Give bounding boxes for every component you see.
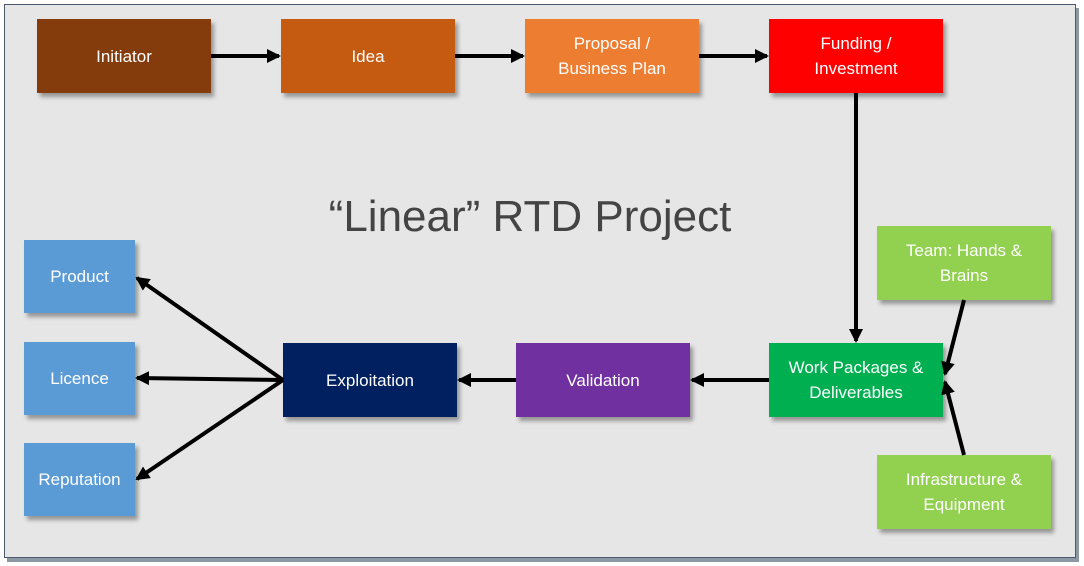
node-funding: Funding / Investment — [769, 19, 943, 93]
edge-exploitation-product — [135, 276, 285, 382]
edge-exploitation-reputation — [135, 378, 285, 481]
node-reputation: Reputation — [24, 443, 135, 516]
node-work-packages: Work Packages & Deliverables — [769, 343, 943, 417]
node-proposal: Proposal / Business Plan — [525, 19, 699, 93]
diagram-title: “Linear” RTD Project — [328, 192, 732, 241]
node-infrastructure: Infrastructure & Equipment — [877, 455, 1051, 529]
edge-exploitation-licence — [135, 371, 284, 386]
node-validation: Validation — [516, 343, 690, 417]
node-idea: Idea — [281, 19, 455, 93]
edge-infrastructure-work-packages — [941, 380, 966, 456]
edge-team-work-packages — [941, 299, 966, 376]
node-licence: Licence — [24, 342, 135, 415]
node-exploitation: Exploitation — [283, 343, 457, 417]
node-team: Team: Hands & Brains — [877, 226, 1051, 300]
node-product: Product — [24, 240, 135, 313]
node-initiator: Initiator — [37, 19, 211, 93]
